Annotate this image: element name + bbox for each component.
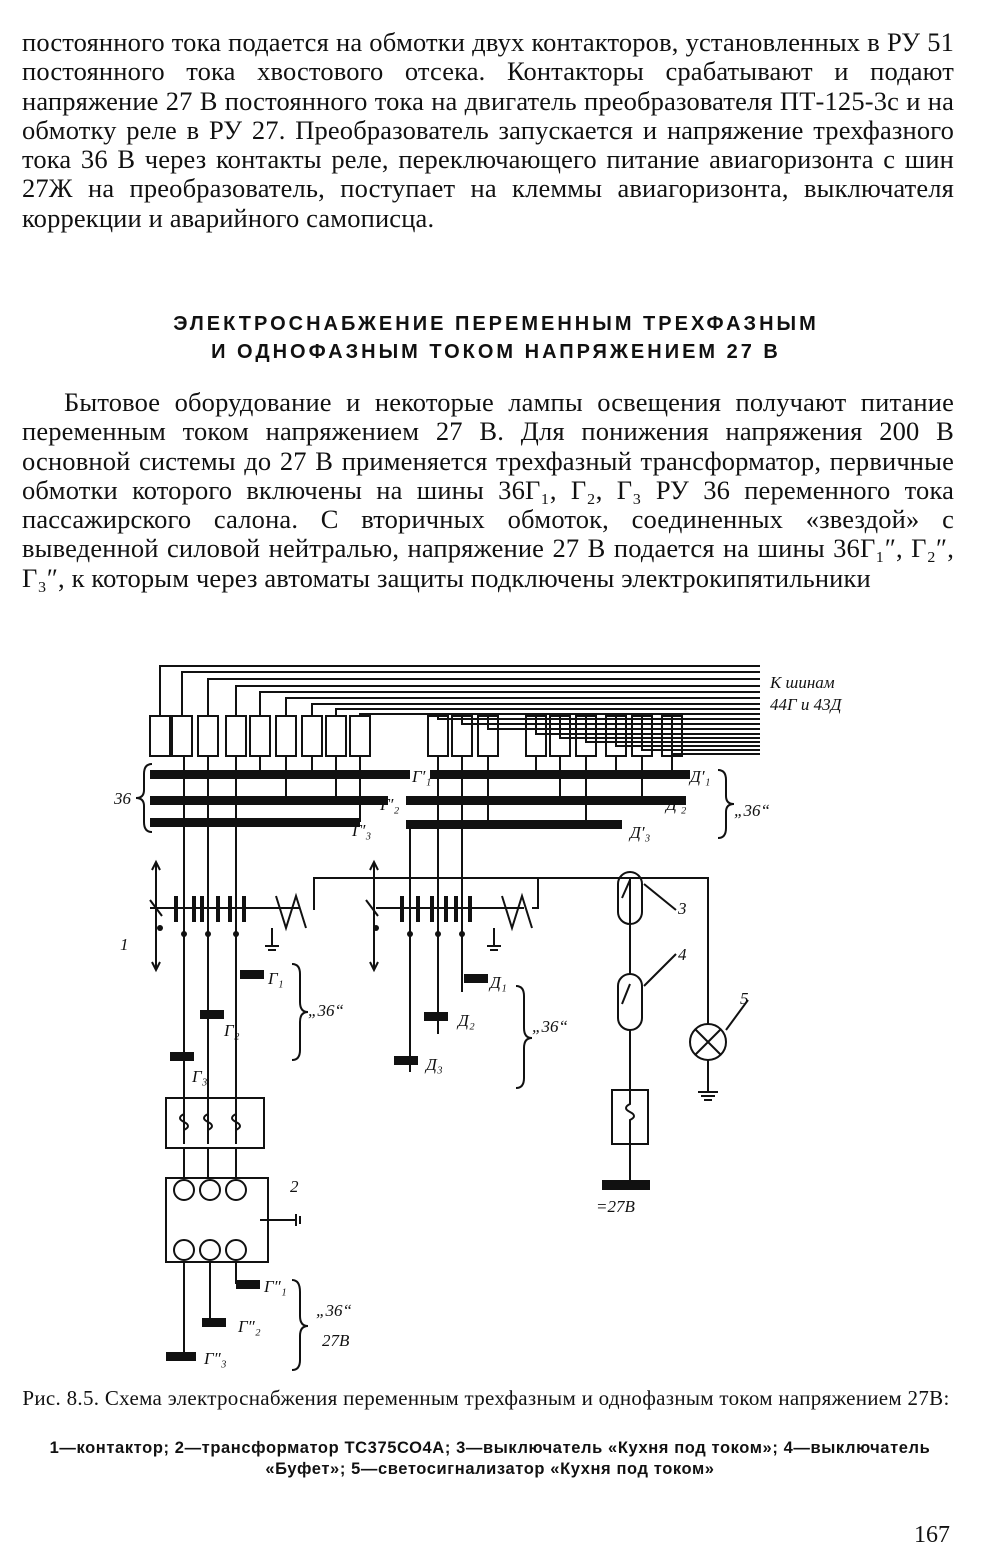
diagram-label-bus-d3p: Д′₃	[628, 823, 651, 842]
diagram-label-bus-g2pp: Г″₂	[237, 1317, 261, 1336]
section-heading-line-1: ЭЛЕКТРОСНАБЖЕНИЕ ПЕРЕМЕННЫМ ТРЕХФАЗНЫМ	[173, 313, 819, 335]
diagram-label-bus-d2p: Д′₂	[664, 795, 687, 814]
diagram-callout-3: 3	[677, 899, 687, 918]
diagram-label-bus-g3: Г₃	[191, 1067, 208, 1086]
page-number: 167	[914, 1522, 950, 1548]
diagram-callout-4: 4	[678, 945, 687, 964]
figure-legend: 1—контактор; 2—трансформатор ТС375СО4А; …	[49, 1439, 931, 1478]
diagram-label-bus-g1: Г₁	[267, 969, 284, 988]
diagram-label-bus-g3pp: Г″₃	[203, 1349, 227, 1368]
diagram-label-bus-d2: Д₂	[456, 1011, 475, 1030]
diagram-label-group-36-d: „36“	[532, 1017, 568, 1036]
figure-caption: Рис. 8.5. Схема электроснабжения перемен…	[22, 1386, 950, 1410]
diagram-label-group-36-g: „36“	[308, 1001, 344, 1020]
diagram-label-bus-g3p: Г′₃	[351, 821, 371, 840]
diagram-label-bus-g1pp: Г″₁	[263, 1277, 287, 1296]
diagram-label-bus-g1p: Г′₁	[411, 767, 431, 786]
diagram-callout-1: 1	[120, 935, 129, 954]
diagram-label-bus-names: 44Г и 43Д	[770, 695, 843, 714]
diagram-label-bus-g2: Г₂	[223, 1021, 240, 1040]
diagram-label-36-right: „36“	[734, 801, 770, 820]
diagram-label-bus-d1p: Д′₁	[688, 767, 710, 786]
wiring-diagram: К шинам 44Г и 43Д 36 „36“ Г′₁ Г′₂ Г′₃ Д′…	[113, 665, 843, 1371]
body-paragraph-2: Бытовое оборудование и некоторые лампы о…	[22, 387, 954, 593]
diagram-label-group-27v: 27В	[322, 1331, 350, 1350]
body-paragraph-1: постоянного тока подается на обмотки дву…	[22, 27, 954, 233]
diagram-label-bus-d3: Д₃	[424, 1055, 443, 1074]
section-heading-line-2: И ОДНОФАЗНЫМ ТОКОМ НАПРЯЖЕНИЕМ 27 В	[211, 341, 781, 363]
diagram-callout-5: 5	[740, 989, 749, 1008]
diagram-label-bus-d1: Д₁	[488, 973, 507, 992]
diagram-label-36-left: 36	[113, 789, 132, 808]
diagram-label-group-36-27: „36“	[316, 1301, 352, 1320]
diagram-callout-2: 2	[290, 1177, 299, 1196]
diagram-label-bus-g2p: Г′₂	[379, 795, 399, 814]
diagram-label-to-buses: К шинам	[769, 673, 835, 692]
diagram-label-27v-dc: =27В	[596, 1197, 635, 1216]
